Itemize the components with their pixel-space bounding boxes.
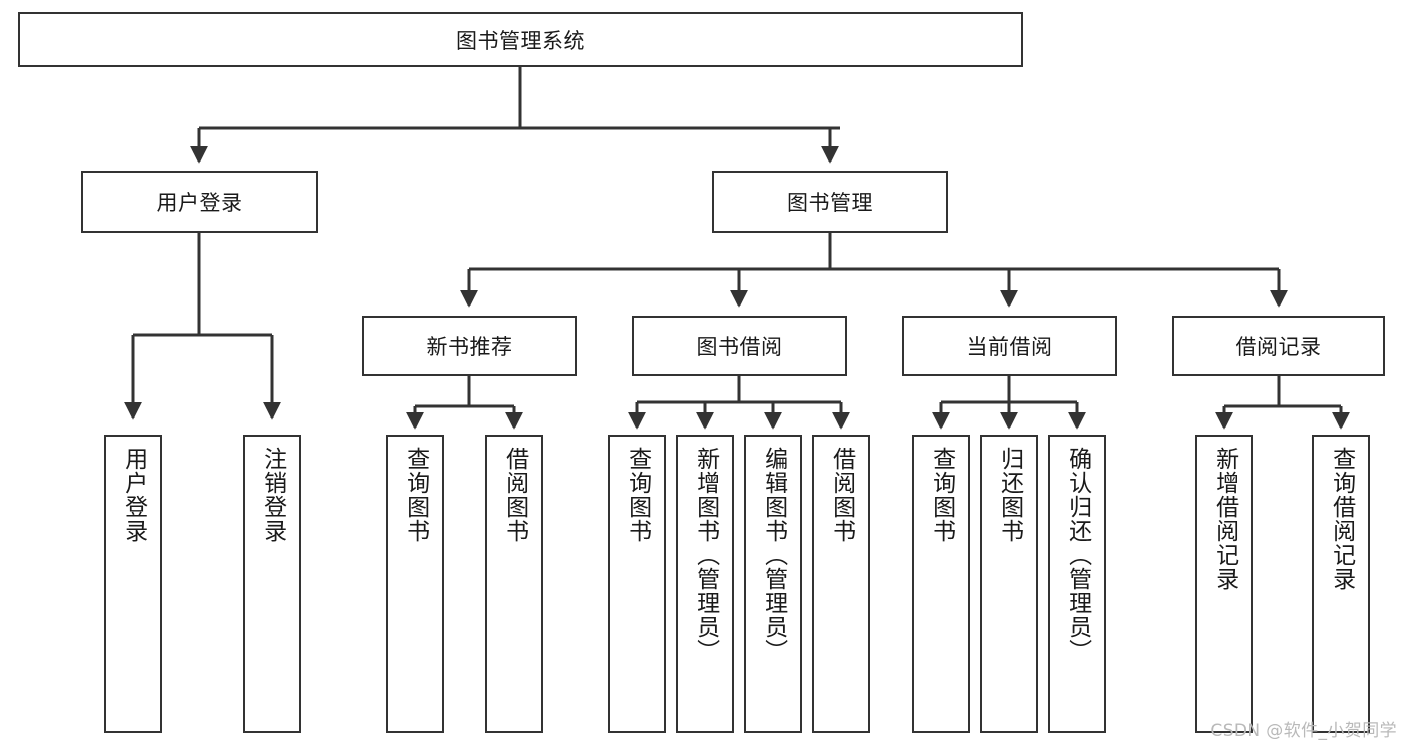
leaf-label: 借阅图书	[501, 447, 528, 543]
node-borrow-record[interactable]: 借阅记录	[1172, 316, 1385, 376]
leaf-label: 借阅图书	[828, 447, 855, 543]
leaf-borrow-record-add[interactable]: 新增借阅记录	[1195, 435, 1253, 733]
node-label: 当前借阅	[966, 335, 1053, 359]
node-label: 新书推荐	[426, 335, 513, 359]
leaf-label: 查询图书	[624, 447, 651, 543]
node-book-management[interactable]: 图书管理	[712, 171, 948, 233]
leaf-current-borrow-confirm[interactable]: 确认归还（管理员）	[1048, 435, 1106, 733]
leaf-label: 编辑图书（管理员）	[760, 447, 787, 663]
leaf-label: 查询借阅记录	[1328, 447, 1355, 591]
node-root[interactable]: 图书管理系统	[18, 12, 1023, 67]
node-user-login[interactable]: 用户登录	[81, 171, 318, 233]
node-new-book-recommend[interactable]: 新书推荐	[362, 316, 577, 376]
node-book-borrow[interactable]: 图书借阅	[632, 316, 847, 376]
leaf-book-borrow-lend[interactable]: 借阅图书	[812, 435, 870, 733]
leaf-label: 新增借阅记录	[1211, 447, 1238, 591]
csdn-watermark: CSDN @软件_小贺同学	[1210, 721, 1397, 741]
leaf-label: 注销登录	[259, 447, 286, 543]
leaf-label: 查询图书	[402, 447, 429, 543]
leaf-book-borrow-query[interactable]: 查询图书	[608, 435, 666, 733]
node-current-borrow[interactable]: 当前借阅	[902, 316, 1117, 376]
node-label: 图书管理系统	[456, 28, 585, 53]
leaf-book-borrow-edit[interactable]: 编辑图书（管理员）	[744, 435, 802, 733]
node-label: 图书借阅	[696, 335, 783, 359]
leaf-label: 新增图书（管理员）	[692, 447, 719, 663]
leaf-label: 查询图书	[928, 447, 955, 543]
leaf-new-book-query[interactable]: 查询图书	[386, 435, 444, 733]
leaf-book-borrow-add[interactable]: 新增图书（管理员）	[676, 435, 734, 733]
leaf-current-borrow-query[interactable]: 查询图书	[912, 435, 970, 733]
leaf-user-login-login[interactable]: 用户登录	[104, 435, 162, 733]
leaf-label: 归还图书	[996, 447, 1023, 543]
node-label: 用户登录	[156, 191, 243, 215]
leaf-label: 用户登录	[120, 447, 147, 543]
leaf-label: 确认归还（管理员）	[1064, 447, 1091, 663]
leaf-user-login-logout[interactable]: 注销登录	[243, 435, 301, 733]
leaf-new-book-borrow[interactable]: 借阅图书	[485, 435, 543, 733]
node-label: 图书管理	[787, 191, 873, 215]
node-label: 借阅记录	[1235, 335, 1322, 359]
leaf-borrow-record-query[interactable]: 查询借阅记录	[1312, 435, 1370, 733]
leaf-current-borrow-return[interactable]: 归还图书	[980, 435, 1038, 733]
